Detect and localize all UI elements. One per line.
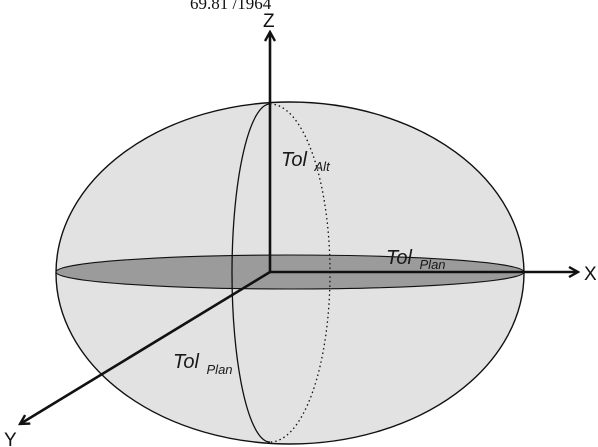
- y-axis: [20, 270, 271, 424]
- x-axis-label: X: [584, 264, 597, 285]
- tol-alt-main: Tol: [281, 149, 308, 171]
- y-axis-label: Y: [4, 430, 17, 447]
- tol-plan-y-subscript: Plan: [207, 362, 233, 377]
- tol-plan-x-subscript: Plan: [420, 257, 446, 272]
- z-axis-label: Z: [263, 11, 275, 32]
- cropped-caption: 69.81 /1964: [190, 0, 272, 13]
- tol-plan-x-label: Tol Plan: [386, 247, 446, 272]
- tol-plan-y-main: Tol: [173, 351, 200, 373]
- tol-plan-x-main: Tol: [386, 247, 413, 269]
- tol-alt-subscript: Alt: [314, 159, 332, 174]
- tol-alt-label: Tol Alt: [281, 149, 331, 174]
- tol-plan-y-label: Tol Plan: [173, 351, 233, 377]
- vertical-meridian-front: [231, 103, 271, 443]
